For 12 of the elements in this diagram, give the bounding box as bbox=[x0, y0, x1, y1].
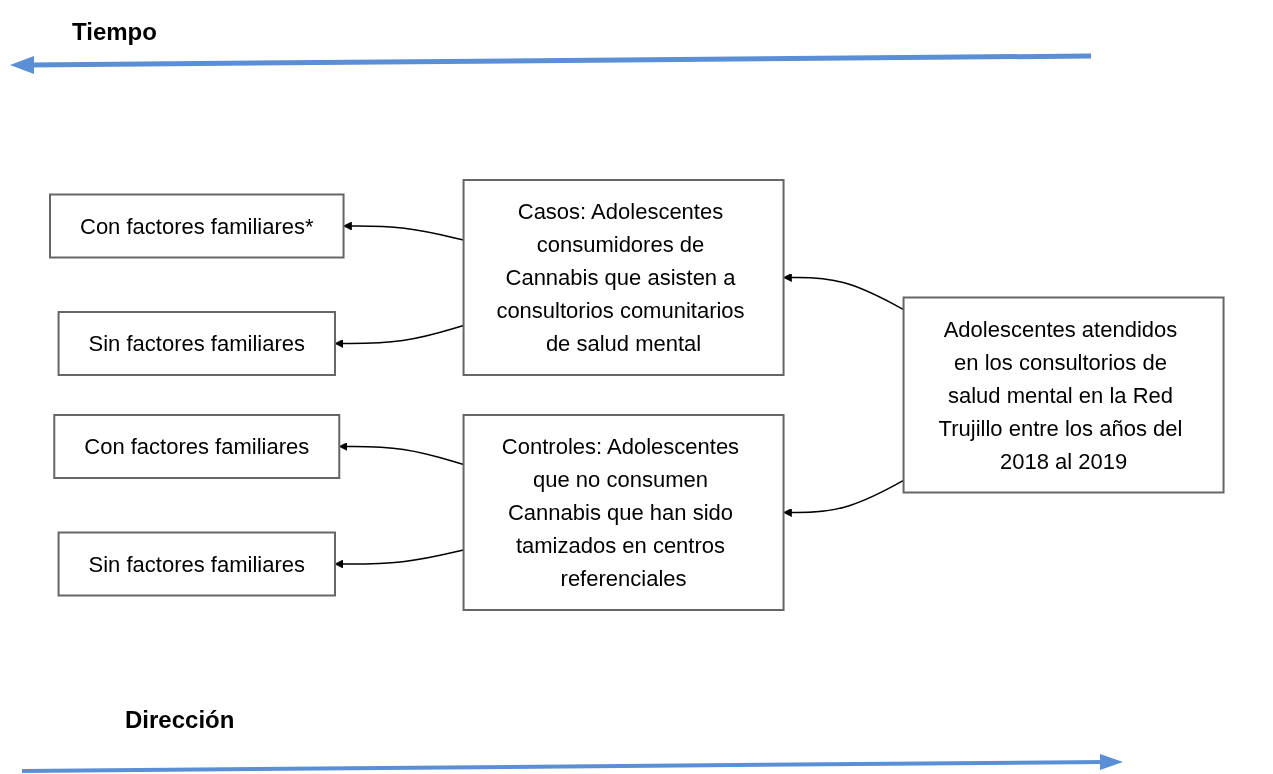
axis-label: Tiempo bbox=[72, 18, 157, 46]
node-box: Sin factores familiares bbox=[57, 311, 336, 376]
node-box: Controles: Adolescentes que no consumen Cannabis que han sido tamizados en centros referenciales bbox=[462, 414, 785, 611]
arrow bbox=[338, 442, 464, 466]
node-box: Sin factores familiares bbox=[57, 531, 336, 597]
arrow bbox=[334, 324, 464, 348]
node-box: Casos: Adolescentes consumidores de Cannabis que asisten a consultorios comunitarios de salud mental bbox=[462, 179, 785, 376]
node-box: Con factores familiares bbox=[53, 414, 340, 479]
arrow bbox=[334, 549, 464, 569]
node-box: Con factores familiares* bbox=[48, 193, 345, 259]
node-box: Adolescentes atendidos en los consultorios de salud mental en la Red Trujillo entre los años del 2018 al 2019 bbox=[902, 296, 1225, 494]
axis-label: Dirección bbox=[125, 706, 235, 734]
